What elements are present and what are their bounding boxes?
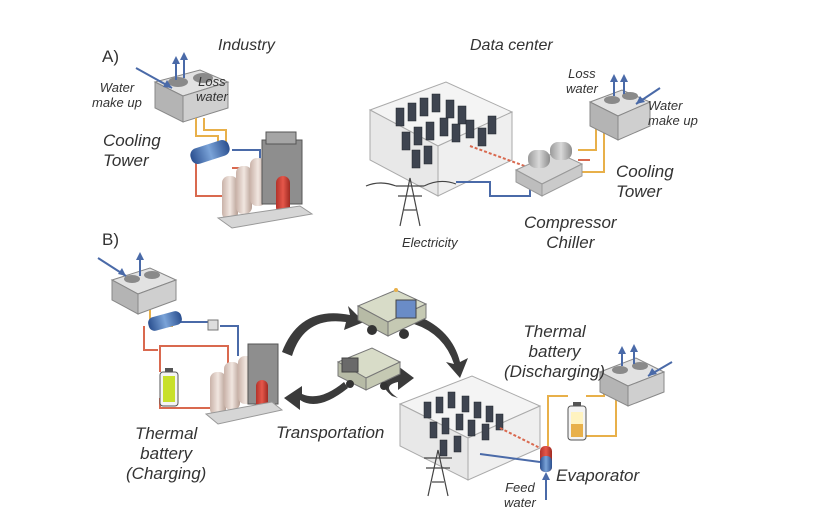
data-center-water-arrows-icon [610, 74, 661, 105]
electricity-pylon-icon [365, 177, 457, 227]
truck-bottom-icon [336, 347, 402, 391]
truck-top-icon [356, 288, 428, 339]
discharging-cooling-tower-icon [598, 344, 673, 407]
industry-title: Industry [218, 37, 275, 54]
thermal-battery-discharging-label: Thermal battery (Discharging) [504, 322, 606, 381]
compressor-chiller-icon [514, 142, 584, 197]
data-center-building-icon [368, 81, 514, 197]
data-center-cooling-tower-icon [588, 89, 652, 141]
data-center-water-make-up-label: Water make up [648, 98, 698, 128]
industry-heat-exchanger-icon [190, 140, 230, 164]
industry-water-arrows-icon [135, 52, 188, 89]
data-center-loss-water-label: Loss water [566, 66, 598, 96]
charging-heat-exchanger-icon [148, 311, 219, 331]
feed-water-arrow-icon [542, 472, 550, 480]
compressor-chiller-label: Compressor Chiller [524, 213, 617, 252]
feed-water-label: Feed water [504, 480, 536, 510]
panel-b-marker: B) [102, 230, 119, 249]
charging-plant-tanks-icon [204, 343, 284, 425]
industry-cooling-tower-label: Cooling Tower [103, 131, 161, 170]
thermal-battery-charging-label: Thermal battery (Charging) [126, 424, 207, 483]
charging-cooling-tower-icon [97, 252, 178, 315]
transport-cycle-arrows-icon [282, 306, 468, 410]
thermal-battery-discharging-icon [567, 402, 587, 441]
industry-water-make-up-label: Water make up [92, 80, 142, 110]
thermal-battery-charging-icon [159, 368, 179, 407]
evaporator-icon [540, 446, 552, 472]
data-center-pipes [456, 122, 605, 197]
transportation-label: Transportation [276, 423, 385, 442]
electricity-label: Electricity [402, 235, 458, 250]
evaporator-label: Evaporator [556, 466, 640, 485]
industry-loss-water-label: Loss water [196, 74, 228, 104]
data-center-cooling-tower-label: Cooling Tower [616, 162, 674, 201]
industry-plant-tanks-icon [216, 131, 314, 229]
discharging-pylon-icon [424, 449, 452, 497]
data-center-title: Data center [470, 37, 553, 54]
discharging-data-center-icon [398, 375, 542, 481]
industry-cooling-tower-icon [153, 69, 230, 123]
panel-a-marker: A) [102, 47, 119, 66]
